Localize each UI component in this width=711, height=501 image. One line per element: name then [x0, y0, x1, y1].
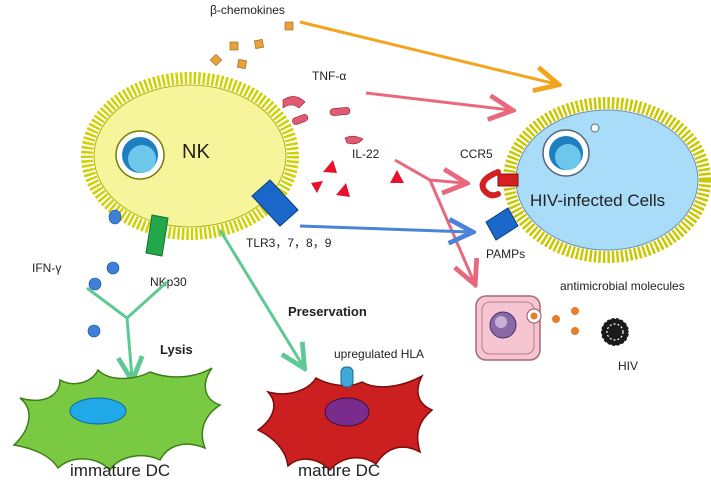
label-ifn-gamma: IFN-γ: [32, 261, 61, 275]
arrow-tlr-to-pamps: [299, 226, 470, 232]
antimicrobial-molecules: [552, 307, 579, 335]
label-hiv: HIV: [618, 359, 638, 373]
tnf-alpha-molecules: [282, 96, 364, 145]
label-lysis: Lysis: [160, 342, 193, 357]
nk-membrane: [81, 72, 299, 240]
label-hiv-infected-cells: HIV-infected Cells: [530, 191, 665, 210]
label-mature-dc: mature DC: [298, 461, 380, 480]
upregulated-hla-marker: [340, 366, 354, 388]
arrow-tnf-to-hiv-cell: [365, 91, 510, 110]
hiv-virus-icon: [600, 317, 630, 347]
nk-cell: [81, 72, 299, 240]
ccr5-receptor: [479, 169, 519, 199]
label-preservation: Preservation: [288, 304, 367, 319]
tlr-receptor: [251, 179, 299, 227]
ifn-gamma-molecules: [87, 209, 122, 338]
nkp30-receptor: [145, 214, 169, 257]
label-upregulated-hla: upregulated HLA: [334, 347, 424, 361]
label-ccr5: CCR5: [460, 147, 493, 161]
label-nk: NK: [182, 141, 210, 163]
label-tlr: TLR3，7，8，9: [246, 236, 332, 250]
label-pamps: PAMPs: [486, 247, 525, 261]
beta-chemokine-molecules: [209, 21, 294, 69]
lysis-arrow: [86, 280, 169, 378]
label-immature-dc: immature DC: [70, 461, 170, 480]
arrow-il22-to-ccr5: [394, 158, 464, 183]
macrophage-cell: [475, 295, 542, 361]
arrow-preservation: [218, 229, 303, 366]
label-tnf-alpha: TNF-α: [312, 69, 346, 83]
immature-dc-cell: [12, 367, 222, 472]
label-beta-chemokines: β-chemokines: [210, 3, 285, 17]
label-nkp30: NKp30: [150, 275, 187, 289]
label-il22: IL-22: [352, 147, 380, 161]
pamps-molecule: [485, 207, 519, 241]
hiv-cell-nucleus: [542, 129, 590, 177]
label-antimicrobial: antimicrobial molecules: [560, 279, 685, 293]
hiv-infected-cell: [503, 97, 711, 263]
arrow-chemokines-to-hiv-cell: [299, 20, 556, 84]
nk-nucleus: [115, 130, 165, 180]
il22-molecules: [311, 160, 404, 197]
mature-dc-cell: [256, 366, 434, 472]
